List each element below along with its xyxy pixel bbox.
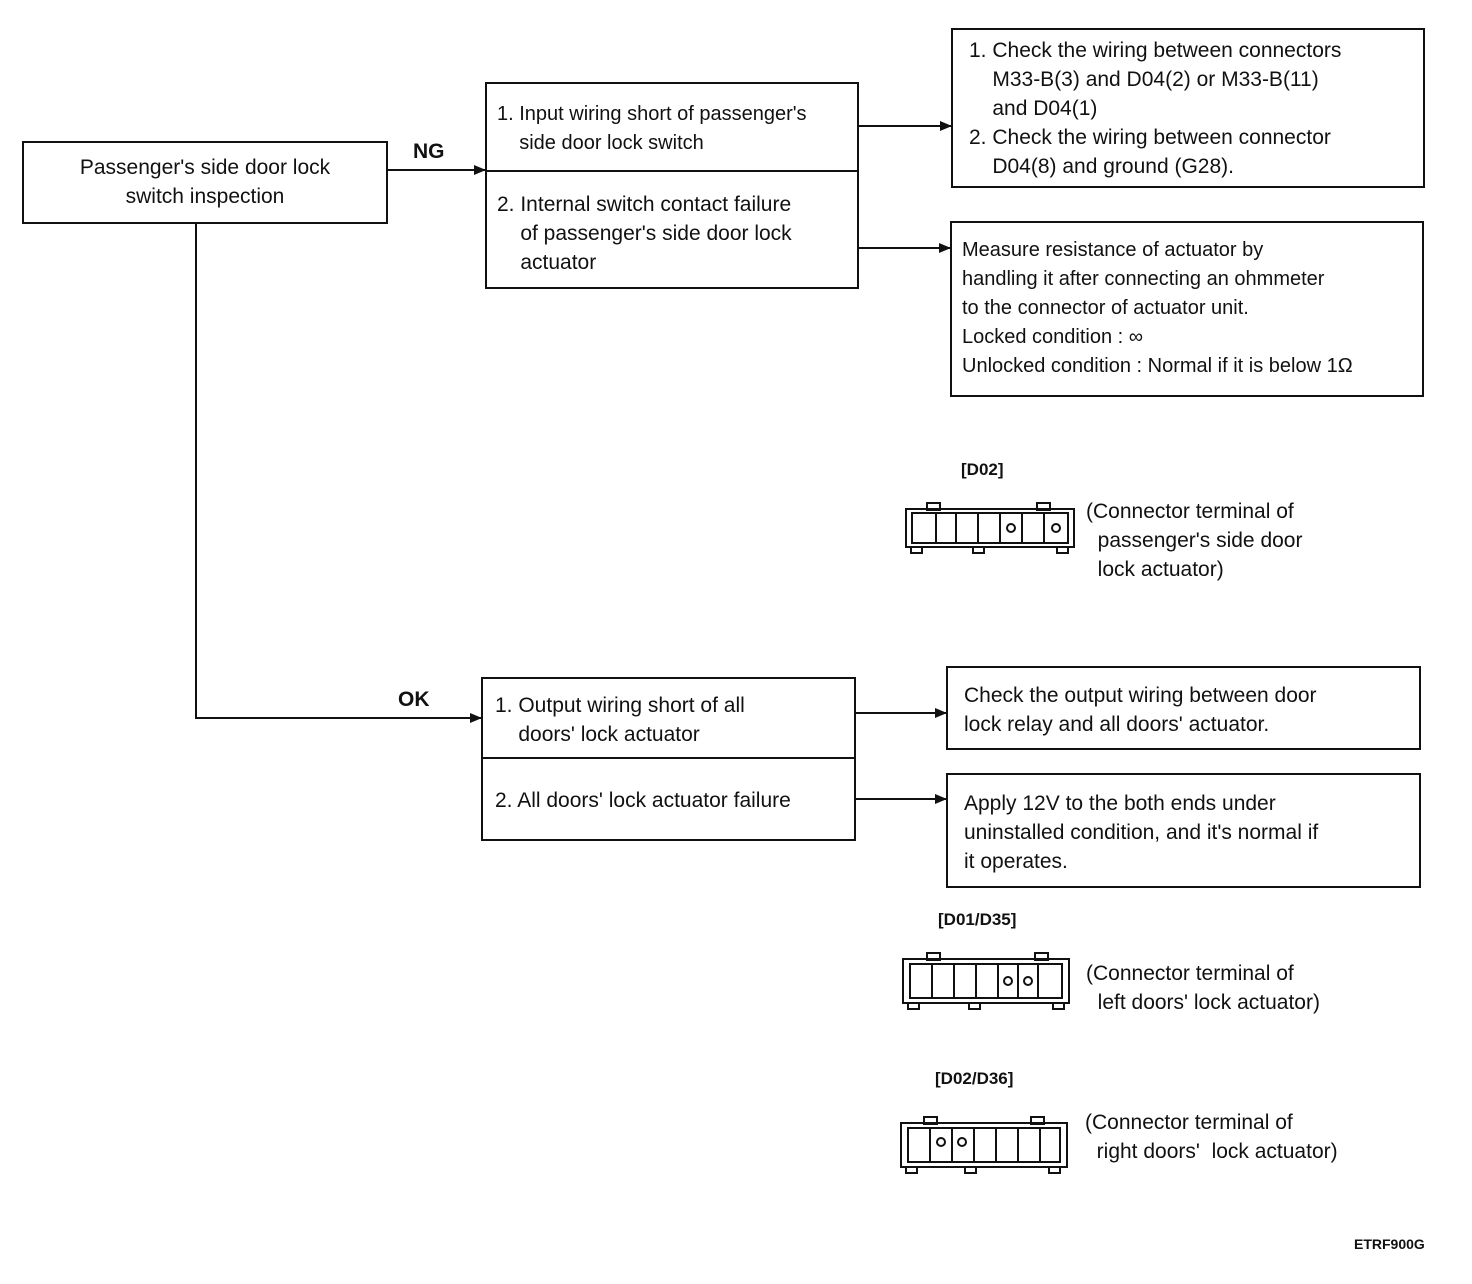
connector-d01-d35-icon — [902, 952, 1070, 1010]
wiring-check-box: 1. Check the wiring between connectors M… — [951, 28, 1425, 188]
ok-cause-1: 1. Output wiring short of all doors' loc… — [495, 694, 745, 746]
ng-causes-box: 1. Input wiring short of passenger's sid… — [485, 82, 859, 289]
ok-causes-box: 1. Output wiring short of all doors' loc… — [481, 677, 856, 841]
connector-d02-id: [D02] — [961, 460, 1004, 479]
connector-d02-d36-id: [D02/D36] — [935, 1069, 1014, 1088]
ng-cause-2: 2. Internal switch contact failure of pa… — [497, 193, 792, 274]
ng-causes-divider — [487, 170, 857, 172]
output-wiring-box: Check the output wiring between door loc… — [946, 666, 1421, 750]
start-box-text: Passenger's side door lock switch inspec… — [79, 156, 331, 208]
output-wiring-text: Check the output wiring between door loc… — [964, 684, 1317, 736]
connector-d01-d35-caption: (Connector terminal of left doors' lock … — [1086, 962, 1320, 1014]
ok-causes-divider — [483, 757, 854, 759]
connector-d01-d35-id: [D01/D35] — [938, 910, 1017, 929]
wiring-check-text: 1. Check the wiring between connectors M… — [969, 39, 1342, 178]
resistance-box: Measure resistance of actuator by handli… — [950, 221, 1424, 397]
apply-12v-text: Apply 12V to the both ends under uninsta… — [964, 792, 1319, 873]
apply-12v-box: Apply 12V to the both ends under uninsta… — [946, 773, 1421, 888]
resistance-text: Measure resistance of actuator by handli… — [962, 239, 1353, 377]
connector-d02-d36-icon — [900, 1116, 1068, 1174]
connector-d02-d36-caption: (Connector terminal of right doors' lock… — [1085, 1111, 1338, 1163]
figure-code: ETRF900G — [1354, 1236, 1425, 1252]
connector-d02-icon — [905, 502, 1075, 554]
start-box: Passenger's side door lock switch inspec… — [22, 141, 388, 224]
line-start-to-ok — [195, 223, 482, 723]
ok-label: OK — [398, 688, 430, 711]
ng-label: NG — [413, 140, 445, 163]
ok-cause-2: 2. All doors' lock actuator failure — [495, 789, 791, 812]
connector-d02-caption: (Connector terminal of passenger's side … — [1086, 500, 1303, 581]
ng-cause-1: 1. Input wiring short of passenger's sid… — [497, 103, 807, 154]
